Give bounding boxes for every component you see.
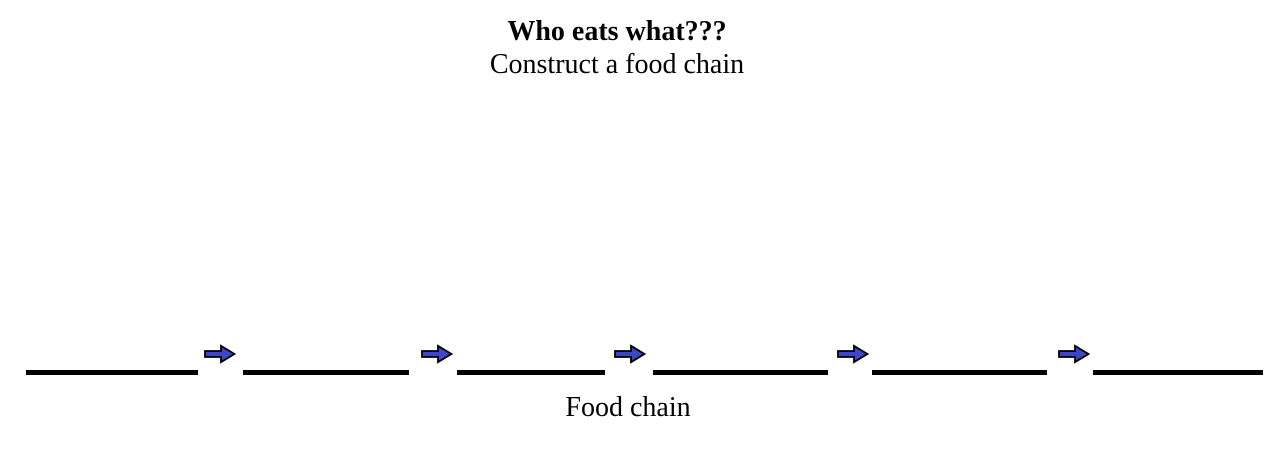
right-block-arrow-icon xyxy=(421,344,453,364)
page-subtitle: Construct a food chain xyxy=(489,49,745,80)
food-chain-blank-2[interactable] xyxy=(243,370,409,375)
right-block-arrow-icon xyxy=(614,344,646,364)
food-chain-blank-6[interactable] xyxy=(1093,370,1263,375)
right-block-arrow-icon xyxy=(837,344,869,364)
food-chain-blank-3[interactable] xyxy=(457,370,605,375)
food-chain-blank-4[interactable] xyxy=(653,370,828,375)
right-block-arrow-icon xyxy=(204,344,236,364)
header: Who eats what??? Construct a food chain xyxy=(0,15,1234,81)
food-chain-label: Food chain xyxy=(565,392,691,423)
food-chain-blank-1[interactable] xyxy=(26,370,198,375)
right-block-arrow-icon xyxy=(1058,344,1090,364)
page-title: Who eats what??? xyxy=(507,16,727,47)
food-chain-blank-5[interactable] xyxy=(872,370,1047,375)
